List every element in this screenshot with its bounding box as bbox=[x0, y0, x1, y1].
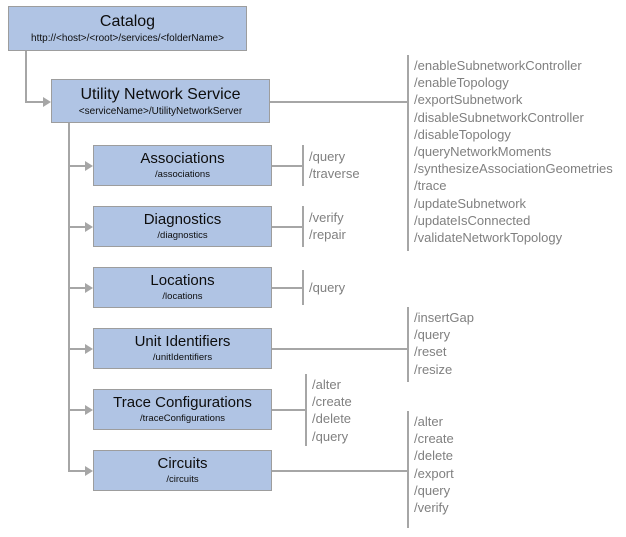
connector-service-spine bbox=[68, 123, 70, 471]
operation-item[interactable]: /trace bbox=[414, 178, 447, 194]
operation-item[interactable]: /reset bbox=[414, 344, 447, 360]
operation-list-circuits: /alter /create /delete /export /query /v… bbox=[414, 413, 454, 516]
operation-item[interactable]: /synthesizeAssociationGeometries bbox=[414, 161, 613, 177]
node-catalog-title: Catalog bbox=[99, 13, 156, 30]
operation-item[interactable]: /validateNetworkTopology bbox=[414, 230, 563, 246]
connector-catalog-to-service bbox=[25, 101, 45, 103]
operation-item[interactable]: /delete bbox=[414, 448, 454, 464]
operation-item[interactable]: /updateSubnetwork bbox=[414, 195, 527, 211]
node-service-title: Utility Network Service bbox=[80, 85, 241, 103]
connector-circuits-to-operations bbox=[272, 470, 408, 472]
node-diagnostics-title: Diagnostics bbox=[143, 211, 222, 228]
operation-item[interactable]: /query bbox=[309, 280, 346, 295]
operation-item[interactable]: /query bbox=[414, 482, 451, 498]
node-catalog-subtitle: http://<host>/<root>/services/<folderNam… bbox=[31, 33, 224, 44]
operation-list-diagnostics: /verify /repair bbox=[309, 209, 346, 243]
node-circuits[interactable]: Circuits /circuits bbox=[93, 450, 272, 491]
operation-item[interactable]: /create bbox=[312, 394, 352, 410]
arrow-to-unit-identifiers bbox=[85, 344, 93, 354]
operation-item[interactable]: /exportSubnetwork bbox=[414, 92, 523, 108]
connector-diagnostics-to-operations bbox=[272, 226, 303, 228]
operation-bar-diagnostics bbox=[302, 206, 304, 247]
operation-item[interactable]: /disableSubnetworkController bbox=[414, 109, 584, 125]
arrow-to-trace-configurations bbox=[85, 405, 93, 415]
connector-locations-to-operations bbox=[272, 287, 303, 289]
operation-bar-unit-identifiers bbox=[407, 307, 409, 382]
arrow-to-locations bbox=[85, 283, 93, 293]
node-catalog[interactable]: Catalog http://<host>/<root>/services/<f… bbox=[8, 6, 247, 51]
operation-list-associations: /query /traverse bbox=[309, 148, 360, 182]
node-diagnostics-subtitle: /diagnostics bbox=[157, 230, 208, 241]
node-utility-network-service[interactable]: Utility Network Service <serviceName>/Ut… bbox=[51, 79, 270, 123]
operation-item[interactable]: /alter bbox=[312, 377, 341, 392]
node-unit-identifiers-subtitle: /unitIdentifiers bbox=[152, 352, 213, 363]
arrow-catalog-to-service bbox=[43, 97, 51, 107]
arrow-to-associations bbox=[85, 161, 93, 171]
node-unit-identifiers[interactable]: Unit Identifiers /unitIdentifiers bbox=[93, 328, 272, 369]
node-associations[interactable]: Associations /associations bbox=[93, 145, 272, 186]
operation-list-locations: /query bbox=[309, 279, 345, 296]
connector-catalog-down bbox=[25, 51, 27, 102]
connector-associations-to-operations bbox=[272, 165, 303, 167]
operation-item[interactable]: /verify bbox=[414, 500, 449, 516]
connector-spine-to-associations bbox=[68, 165, 87, 167]
connector-spine-to-unit-identifiers bbox=[68, 348, 87, 350]
connector-spine-to-locations bbox=[68, 287, 87, 289]
operation-item[interactable]: /verify bbox=[309, 210, 344, 225]
operation-bar-circuits bbox=[407, 411, 409, 528]
operation-item[interactable]: /export bbox=[414, 465, 454, 481]
operation-item[interactable]: /insertGap bbox=[414, 310, 474, 325]
operation-item[interactable]: /disableTopology bbox=[414, 126, 511, 142]
operation-item[interactable]: /query bbox=[414, 327, 451, 343]
node-locations-title: Locations bbox=[150, 272, 215, 289]
arrow-to-circuits bbox=[85, 466, 93, 476]
operation-item[interactable]: /traverse bbox=[309, 166, 360, 182]
connector-spine-to-diagnostics bbox=[68, 226, 87, 228]
node-trace-configurations-subtitle: /traceConfigurations bbox=[139, 413, 226, 424]
connector-unit-identifiers-to-operations bbox=[272, 348, 408, 350]
operation-item[interactable]: /enableSubnetworkController bbox=[414, 58, 582, 73]
node-service-subtitle: <serviceName>/UtilityNetworkServer bbox=[78, 105, 243, 117]
operation-bar-trace-configurations bbox=[305, 374, 307, 446]
operation-list-unit-identifiers: /insertGap /query /reset /resize bbox=[414, 309, 474, 378]
operation-bar-locations bbox=[302, 270, 304, 305]
connector-service-to-operations bbox=[270, 101, 408, 103]
operation-item[interactable]: /resize bbox=[414, 361, 453, 377]
operation-item[interactable]: /delete bbox=[312, 411, 352, 427]
node-circuits-title: Circuits bbox=[157, 455, 208, 472]
operation-item[interactable]: /query bbox=[312, 428, 349, 444]
node-trace-configurations-title: Trace Configurations bbox=[113, 394, 252, 411]
connector-spine-to-trace-configurations bbox=[68, 409, 87, 411]
operation-bar-associations bbox=[302, 145, 304, 186]
node-locations-subtitle: /locations bbox=[162, 291, 203, 302]
operation-list-service: /enableSubnetworkController /enableTopol… bbox=[414, 57, 613, 246]
operation-list-trace-configurations: /alter /create /delete /query bbox=[312, 376, 352, 445]
node-trace-configurations[interactable]: Trace Configurations /traceConfiguration… bbox=[93, 389, 272, 430]
node-associations-subtitle: /associations bbox=[155, 169, 210, 180]
operation-item[interactable]: /repair bbox=[309, 227, 346, 243]
operation-item[interactable]: /create bbox=[414, 431, 454, 447]
arrow-to-diagnostics bbox=[85, 222, 93, 232]
connector-trace-configurations-to-operations bbox=[272, 409, 306, 411]
operation-item[interactable]: /enableTopology bbox=[414, 75, 509, 91]
operation-bar-service bbox=[407, 55, 409, 251]
node-circuits-subtitle: /circuits bbox=[166, 474, 199, 485]
operation-item[interactable]: /alter bbox=[414, 414, 443, 429]
operation-item[interactable]: /updateIsConnected bbox=[414, 212, 531, 228]
connector-spine-to-circuits bbox=[68, 470, 87, 472]
node-diagnostics[interactable]: Diagnostics /diagnostics bbox=[93, 206, 272, 247]
node-locations[interactable]: Locations /locations bbox=[93, 267, 272, 308]
operation-item[interactable]: /queryNetworkMoments bbox=[414, 144, 552, 160]
node-associations-title: Associations bbox=[140, 150, 225, 167]
operation-item[interactable]: /query bbox=[309, 149, 346, 164]
node-unit-identifiers-title: Unit Identifiers bbox=[134, 333, 231, 350]
